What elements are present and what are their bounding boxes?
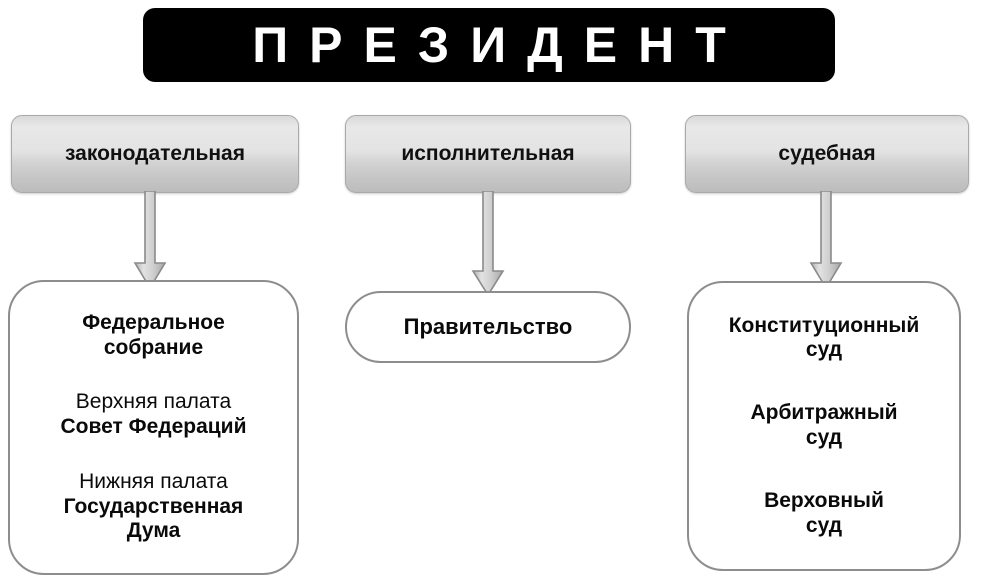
branch-label-legislative: законодательная	[65, 142, 245, 165]
branch-box-executive[interactable]: исполнительная	[345, 115, 631, 193]
leaf-heading-arbitration-court: Арбитражный суд	[750, 401, 898, 449]
leaf-group-arbitration-court: Арбитражный суд	[750, 401, 897, 451]
president-title-banner: ПРЕЗИДЕНТ	[143, 8, 835, 82]
leaf-heading-supreme-court: Верховный суд	[764, 488, 884, 537]
leaf-group-lower-chamber: Нижняя палата Государственная Дума	[64, 470, 244, 544]
arrow-down-icon-legislative	[133, 191, 167, 290]
body-box-courts[interactable]: Конституционный суд Арбитражный суд Верх…	[687, 281, 961, 571]
branch-label-judicial: судебная	[778, 142, 876, 165]
leaf-heading-government: Правительство	[403, 314, 573, 340]
body-box-federal-assembly[interactable]: Федеральное собрание Верхняя палата Сове…	[8, 280, 299, 575]
arrow-down-icon-executive	[471, 191, 505, 291]
branch-box-legislative[interactable]: законодательная	[11, 115, 299, 193]
leaf-group-upper-chamber: Верхняя палата Совет Федераций	[61, 390, 247, 440]
leaf-heading-state-duma: Государственная Дума	[63, 494, 244, 543]
leaf-group-supreme-court: Верховный суд	[764, 489, 884, 539]
leaf-group-federal-assembly: Федеральное собрание	[82, 311, 225, 361]
leaf-group-government: Правительство	[404, 314, 573, 340]
branch-label-executive: исполнительная	[401, 142, 575, 165]
page-title: ПРЕЗИДЕНТ	[252, 17, 747, 73]
leaf-heading-federation-council: Совет Федераций	[60, 415, 247, 439]
leaf-group-constitutional-court: Конституционный суд	[729, 314, 920, 364]
body-box-government[interactable]: Правительство	[345, 291, 631, 363]
branch-box-judicial[interactable]: судебная	[685, 115, 969, 193]
leaf-heading-constitutional-court: Конституционный суд	[728, 313, 920, 362]
arrow-down-icon-judicial	[809, 191, 843, 290]
leaf-subtitle-lower-chamber: Нижняя палата	[79, 469, 228, 493]
leaf-subtitle-upper-chamber: Верхняя палата	[75, 390, 232, 414]
leaf-heading-federal-assembly: Федеральное собрание	[82, 310, 225, 359]
